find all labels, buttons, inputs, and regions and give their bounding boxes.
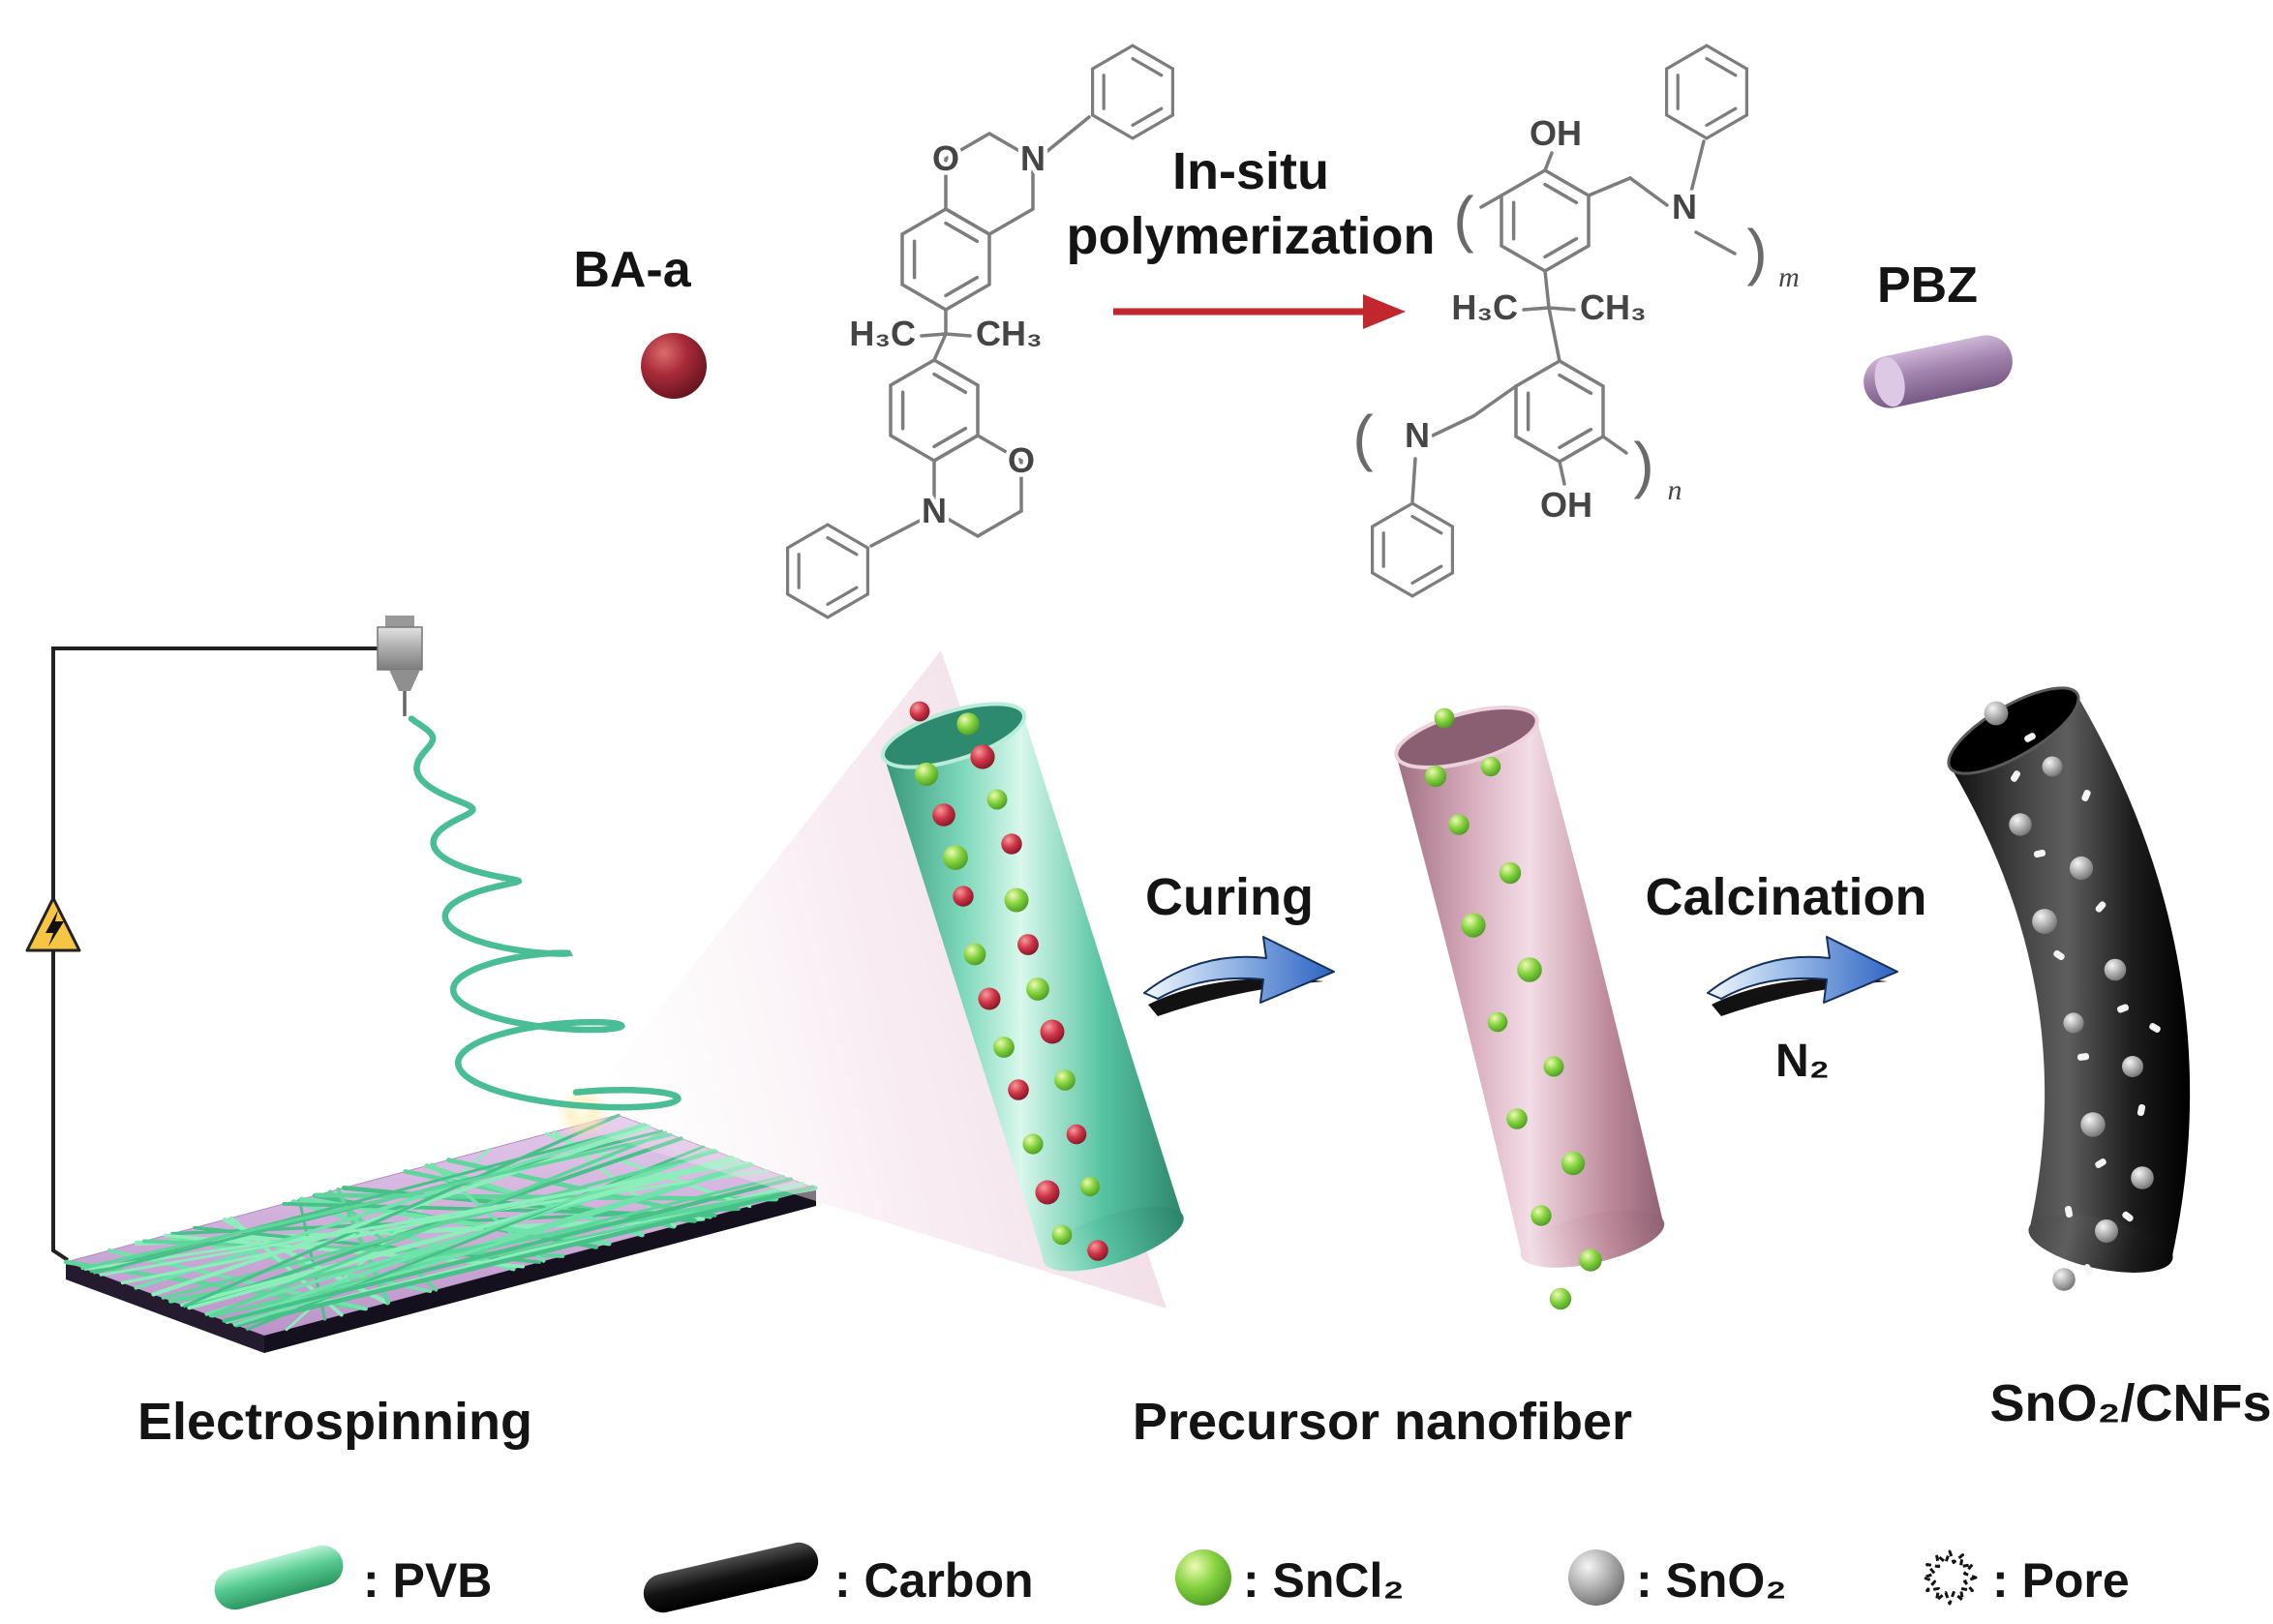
curing-arrow [1143, 936, 1335, 1017]
legend-item-pvb: : PVB [214, 1545, 492, 1610]
legend-label-pore: : Pore [1992, 1553, 2130, 1608]
polymer-oh-top: OH [1530, 113, 1582, 153]
polymer-bracket-open-bottom: ( [1352, 403, 1373, 472]
electrospun-fiber-web [63, 1113, 818, 1332]
sno2-cnf-fiber-black [1947, 686, 2191, 1291]
sncl2-particle-icon [1175, 1549, 1231, 1606]
monomer-h3c-group: H₃C [849, 314, 916, 353]
as-spun-nanofiber-teal [880, 701, 1184, 1272]
monomer-oxygen-top: O [932, 138, 959, 178]
sno2-particles-in-black-fiber [1984, 701, 2154, 1291]
precursor-nanofiber-pink [1394, 706, 1665, 1310]
nitrogen-atmosphere-label: N₂ [1775, 1036, 1830, 1087]
sno2-particle-icon [1568, 1549, 1624, 1606]
mat-front-left-edge [66, 1262, 264, 1353]
sncl2-particles-in-pink-fiber [1424, 707, 1602, 1310]
mat-front-right-edge [264, 1188, 816, 1353]
polymer-bracket-close-top: ) [1746, 217, 1767, 286]
baa-particles-in-fiber [909, 701, 1108, 1261]
legend-item-sno2: : SnO₂ [1568, 1549, 1787, 1608]
polymer-nitrogen-bottom: N [1405, 415, 1430, 455]
syringe-nozzle [377, 616, 423, 716]
reaction-scheme: BA-a O N H₃C CH₃ O N In-situ polymerizat… [573, 44, 2013, 619]
jet-impact-glow [556, 1086, 610, 1140]
legend-item-sncl2: : SnCl₂ [1175, 1549, 1405, 1608]
monomer-ch3-group: CH₃ [976, 314, 1043, 353]
legend-label-carbon: : Carbon [834, 1553, 1034, 1608]
whipping-jet-spiral [408, 715, 682, 1111]
sncl2-particles-in-teal-fiber [914, 712, 1101, 1246]
polymer-subscript-m: m [1778, 261, 1800, 293]
legend: : PVB : Carbon : SnCl₂ : SnO₂ : Pore [214, 1542, 2130, 1613]
monomer-oxygen-bottom: O [1008, 440, 1035, 480]
carbon-fiber-icon [643, 1542, 819, 1613]
high-voltage-wire [51, 647, 379, 1262]
electrospinning-step-label: Electrospinning [137, 1393, 532, 1451]
pore-burst-icon [1922, 1549, 1978, 1606]
monomer-nitrogen-bottom: N [922, 491, 947, 530]
legend-label-sno2: : SnO₂ [1636, 1553, 1787, 1608]
legend-item-carbon: : Carbon [643, 1542, 1034, 1613]
polymer-oh-bottom: OH [1540, 485, 1592, 525]
polymer-ch3-group: CH₃ [1580, 287, 1647, 327]
polymer-nitrogen-top: N [1672, 187, 1697, 226]
polymer-h3c-group: H₃C [1451, 287, 1518, 327]
polymer-bracket-close-bottom: ) [1633, 430, 1653, 499]
legend-label-sncl2: : SnCl₂ [1243, 1553, 1405, 1608]
pbz-cylinder [1864, 335, 2013, 408]
pbz-polymer-structure: OH N ( ) m H₃C CH₃ OH N ( ) n [1352, 44, 1800, 598]
baa-label: BA-a [573, 242, 691, 298]
monomer-nitrogen-top: N [1020, 138, 1046, 178]
reaction-arrow [1113, 294, 1406, 329]
insitu-label-line2: polymerization [1066, 207, 1435, 265]
collector-mat [63, 1113, 818, 1353]
precursor-nanofiber-step-label: Precursor nanofiber [1133, 1393, 1632, 1451]
insitu-label-line1: In-situ [1172, 142, 1329, 200]
legend-item-pore: : Pore [1922, 1549, 2130, 1608]
calcination-label: Calcination [1645, 868, 1926, 926]
baa-monomer-sphere [641, 333, 707, 399]
pvb-fiber-icon [214, 1545, 344, 1610]
electrospinning-apparatus [25, 616, 423, 1262]
polymer-bracket-open-top: ( [1453, 184, 1473, 254]
pbz-label: PBZ [1877, 257, 1978, 314]
pores-in-black-fiber [2010, 733, 2161, 1276]
sno2-cnfs-step-label: SnO₂/CNFs [1989, 1374, 2271, 1432]
polymer-subscript-n: n [1668, 474, 1682, 506]
curing-label: Curing [1145, 868, 1314, 926]
legend-label-pvb: : PVB [363, 1553, 492, 1608]
baa-monomer-structure: O N H₃C CH₃ O N [785, 44, 1175, 619]
high-voltage-warning-icon [25, 896, 81, 952]
calcination-arrow [1707, 936, 1898, 1017]
